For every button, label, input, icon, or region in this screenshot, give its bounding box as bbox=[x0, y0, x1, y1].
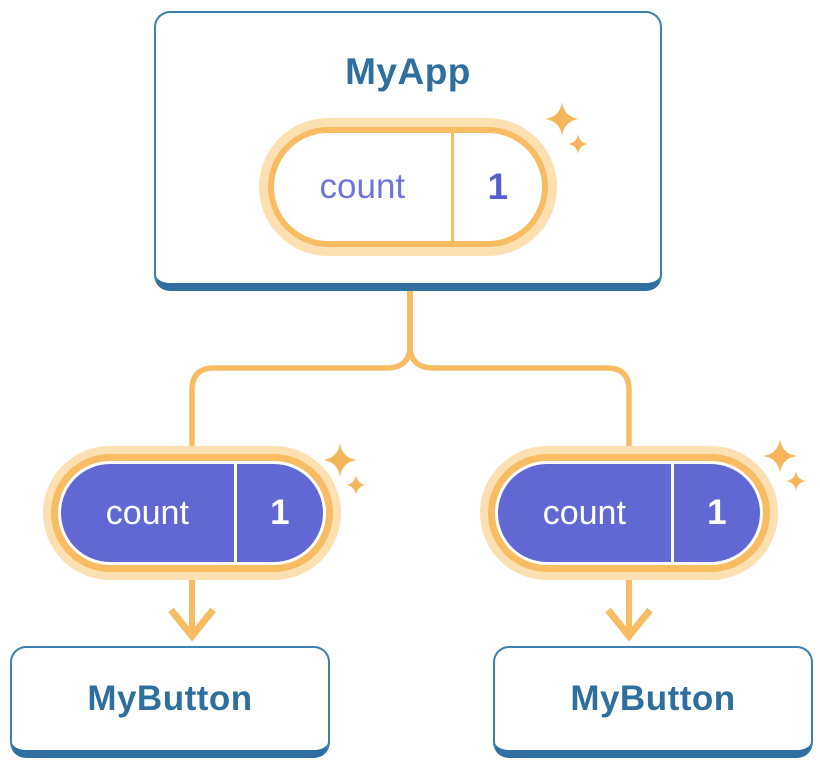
component-title: MyButton bbox=[87, 679, 253, 718]
connector-branch-left bbox=[189, 345, 413, 446]
state-pill: count 1 bbox=[268, 127, 548, 247]
state-name: count bbox=[542, 493, 626, 532]
component-card-mybutton: MyButton bbox=[10, 646, 330, 758]
state-pill: count 1 bbox=[58, 461, 326, 565]
component-card-mybutton: MyButton bbox=[493, 646, 813, 758]
component-title: MyButton bbox=[570, 679, 736, 718]
connector-branch-right bbox=[407, 345, 632, 446]
component-title: MyApp bbox=[345, 51, 471, 92]
pill-divider bbox=[450, 133, 454, 241]
sparkle-icon bbox=[763, 439, 806, 491]
pill-divider bbox=[233, 464, 237, 562]
arrow-down-icon bbox=[168, 607, 216, 642]
state-value: 1 bbox=[487, 166, 509, 207]
state-name: count bbox=[105, 493, 189, 532]
sparkle-icon bbox=[323, 443, 366, 495]
state-name: count bbox=[319, 167, 406, 206]
state-value: 1 bbox=[707, 493, 727, 532]
pill-divider bbox=[670, 464, 674, 562]
component-card-myapp: MyApp count 1 bbox=[154, 11, 662, 291]
arrow-down-icon bbox=[605, 607, 653, 642]
state-pill: count 1 bbox=[495, 461, 763, 565]
state-value: 1 bbox=[270, 493, 290, 532]
